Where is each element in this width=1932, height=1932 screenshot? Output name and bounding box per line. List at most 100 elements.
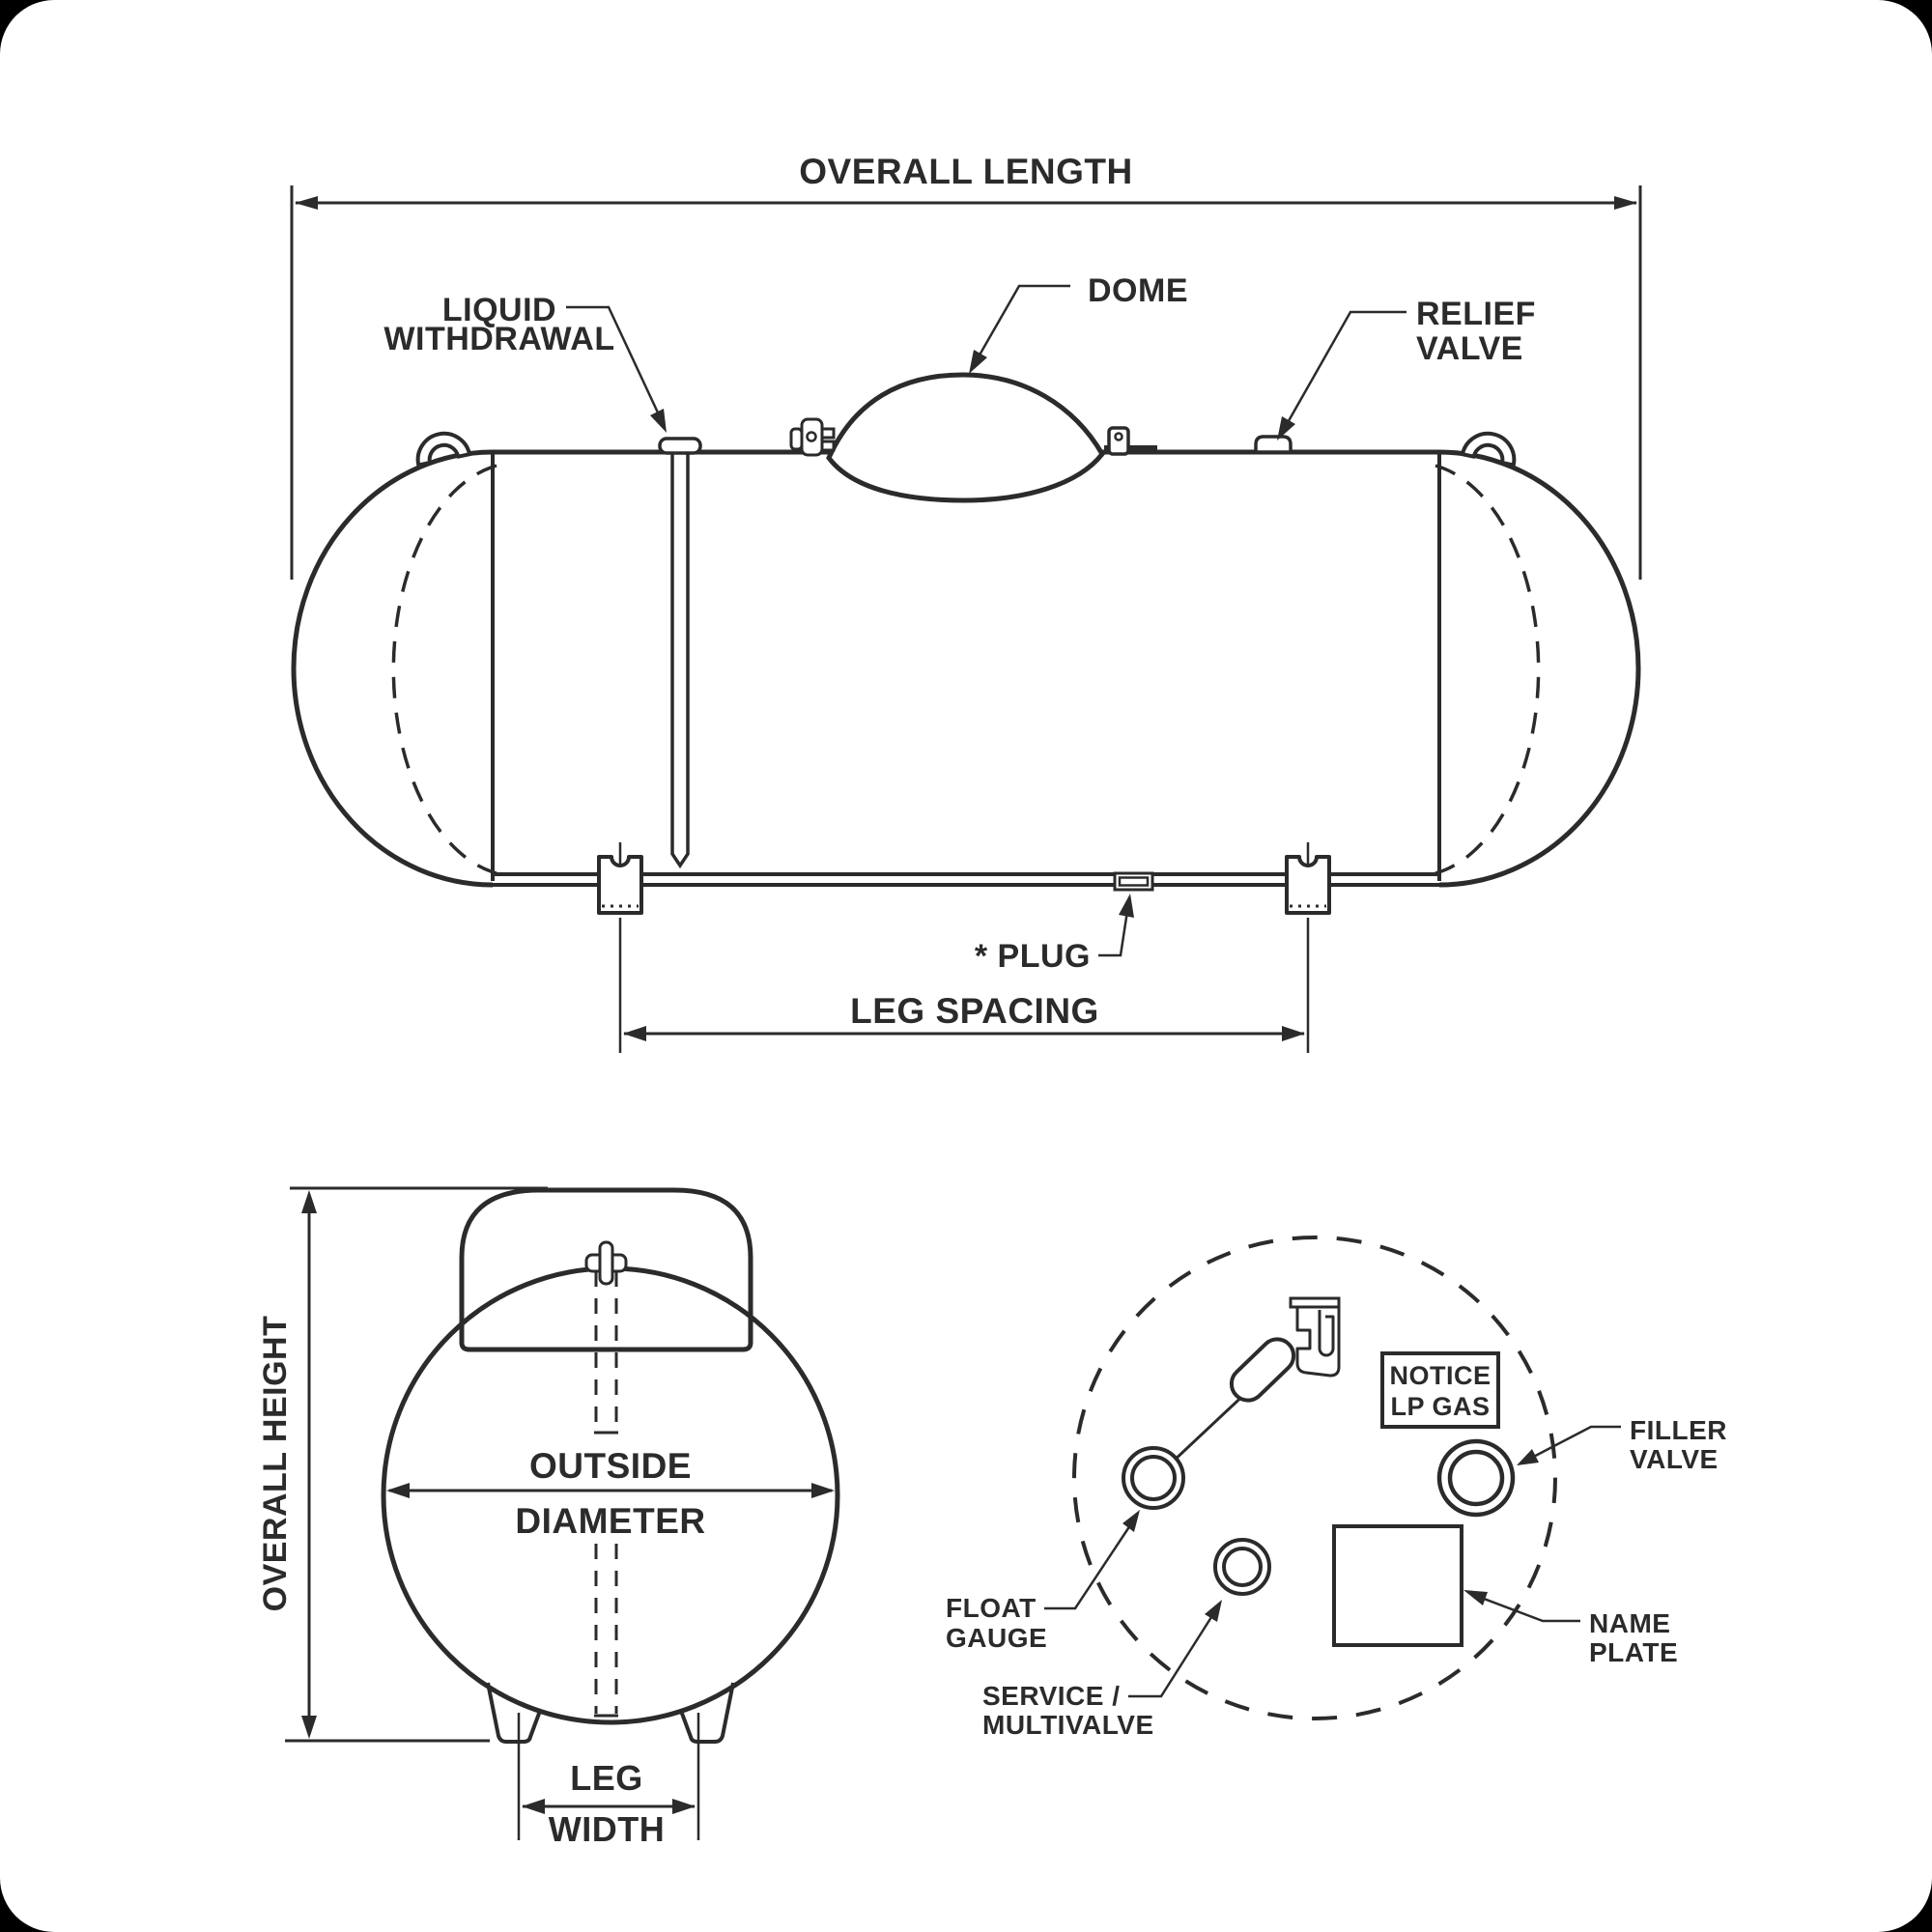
dip-tube [670,453,690,869]
overall-length-label: OVERALL LENGTH [799,152,1133,191]
leader-arrowhead [1463,1590,1488,1605]
leader-line [1128,1605,1220,1698]
leg-width-label-line2: WIDTH [549,1809,665,1849]
leader-arrowhead [1517,1449,1539,1465]
notice-label-line1: NOTICE [1389,1361,1491,1390]
valve-stem [598,1240,614,1286]
plug-inner [1118,876,1150,887]
left-end-cap [291,449,494,888]
bracket-bolt [1114,432,1123,441]
arrowhead-left [623,1026,646,1041]
tank-circle [381,1265,840,1725]
arrowhead-left [522,1799,545,1814]
end-leg-right [679,1682,735,1744]
filler-valve-label-line2: VALVE [1630,1444,1719,1474]
leader-line [1280,310,1406,434]
liquid-withdrawal-callout: LIQUID WITHDRAWAL [384,292,667,433]
leader-arrowhead [969,350,987,374]
float-gauge-fitting [1122,1446,1185,1510]
leader-line [1521,1425,1621,1464]
bracket-slot [1318,1310,1335,1357]
latch-tab [789,427,804,451]
arrowhead-right [1614,196,1637,210]
overall-length-dimension: OVERALL LENGTH [290,152,1642,580]
outside-diameter-label-line2: DIAMETER [515,1501,705,1541]
liquid-withdrawal-port [658,437,702,455]
liquid-withdrawal-fitting [658,437,702,869]
arrowhead-top [301,1190,317,1213]
arrowhead-right [1282,1026,1305,1041]
tank-body [291,431,1641,888]
bracket-base-bar [1104,445,1157,454]
leg-body [1285,855,1331,915]
end-leg-left [486,1682,542,1744]
relief-valve-label-line2: VALVE [1416,330,1523,367]
leg-width-label-line1: LEG [570,1758,643,1798]
name-plate-label-line2: PLATE [1589,1637,1678,1667]
overall-height-dimension: OVERALL HEIGHT [257,1186,548,1743]
leader-arrowhead [1122,1510,1140,1532]
dome-end [459,1187,753,1352]
filler-valve-callout: FILLER VALVE [1517,1415,1727,1474]
float-gauge-dial [1154,1337,1296,1479]
leg-spacing-label: LEG SPACING [850,991,1099,1031]
relief-valve-fitting [1254,435,1293,454]
liquid-withdrawal-label-line1: LIQUID [442,292,556,328]
left-weld-seam-dashed [391,464,497,875]
leg-spacing-dimension: LEG SPACING [618,918,1310,1053]
right-end-cap [1438,449,1641,888]
dome-latch [789,417,836,457]
notice-plate-box [1380,1351,1500,1429]
tank-leg-left [597,842,643,915]
leader-arrowhead [1119,894,1134,918]
notice-label-line2: LP GAS [1390,1392,1490,1421]
overall-height-label: OVERALL HEIGHT [257,1316,294,1612]
notice-plate: NOTICE LP GAS [1380,1351,1500,1429]
lifting-lug-right [1460,431,1517,468]
filler-valve-inner-ring [1447,1449,1505,1507]
arrowhead-bottom [301,1716,317,1739]
name-plate-box [1332,1524,1463,1647]
right-weld-seam-dashed [1435,464,1541,875]
end-view-valve [584,1240,628,1286]
service-multivalve-callout: SERVICE / MULTIVALVE [982,1600,1222,1740]
service-multivalve-fitting [1213,1538,1271,1596]
leader-arrowhead [1277,416,1295,440]
leader-line [1470,1592,1580,1623]
plug-fitting [1113,871,1154,892]
filler-valve-label-line1: FILLER [1630,1415,1727,1445]
leg-body [597,855,643,915]
plug-callout: * PLUG [975,894,1134,975]
name-plate-callout: NAME PLATE [1463,1590,1678,1667]
service-valve-inner-ring [1222,1547,1263,1587]
arrowhead-left [386,1483,410,1498]
name-plate-label-line1: NAME [1589,1608,1670,1638]
leader-line [972,284,1070,366]
dome-bracket [1104,426,1157,456]
arrowhead-right [672,1799,696,1814]
end-view-dip-tube [594,1271,618,1718]
leg-width-dimension: LEG WIDTH [517,1713,700,1849]
arrowhead-right [811,1483,835,1498]
arrowhead-left [295,196,318,210]
plug-label: * PLUG [975,938,1091,975]
dome-top-view: NOTICE LP GAS FILLER VALVE NAME PLATE FL… [946,1236,1727,1740]
float-gauge-label-line1: FLOAT [946,1593,1037,1623]
end-view: OVERALL HEIGHT OUTSIDE DIAMETER [257,1186,840,1849]
lifting-lug-left [415,431,472,468]
leader-line [1044,1516,1138,1610]
tank-leg-right [1285,842,1331,915]
service-label-line1: SERVICE / [982,1681,1120,1711]
relief-valve-callout: RELIEF VALVE [1277,296,1536,440]
outside-diameter-dimension: OUTSIDE DIAMETER [386,1446,835,1541]
float-gauge-callout: FLOAT GAUGE [946,1510,1140,1653]
relief-valve-label-line1: RELIEF [1416,296,1536,332]
dome-label: DOME [1088,272,1188,309]
float-gauge-inner-ring [1130,1455,1177,1501]
dome-side [826,372,1106,503]
leader-line [1098,897,1131,957]
liquid-withdrawal-label-line2: WITHDRAWAL [384,321,614,357]
dome-callout: DOME [969,272,1188,374]
leader-line [566,305,666,426]
